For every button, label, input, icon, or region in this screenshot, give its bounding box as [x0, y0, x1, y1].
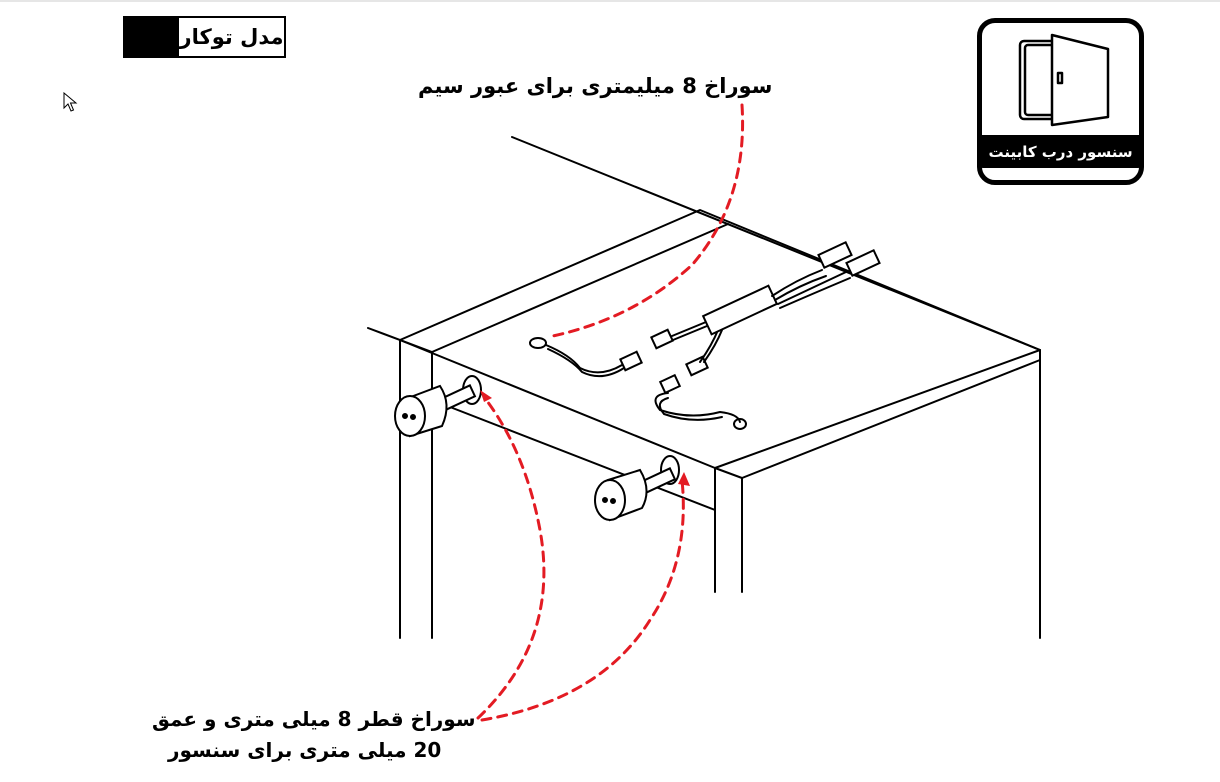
callout-line-wire-hole — [546, 103, 745, 339]
callout-line-sensor-lower — [480, 478, 685, 722]
callout-line-sensor-upper — [476, 395, 546, 720]
model-badge-marker — [125, 18, 179, 56]
mouse-pointer-icon — [63, 92, 78, 112]
callout-sensor-hole-line1: سوراخ قطر 8 میلی متری و عمق — [152, 707, 476, 731]
model-label: مدل توکار — [179, 25, 284, 49]
model-badge: مدل توکار — [123, 16, 286, 58]
product-icon-caption: سنسور درب کابینت — [982, 135, 1139, 168]
top-divider — [0, 0, 1220, 2]
callout-lines — [476, 103, 745, 722]
cabinet-front-top — [431, 399, 716, 511]
cabinet-top — [399, 209, 1041, 469]
cabinet-top-front — [714, 467, 743, 479]
product-icon-card: سنسور درب کابینت — [977, 18, 1144, 185]
cabinet-top-inner-edge — [431, 223, 729, 353]
wiring-harness — [529, 240, 881, 430]
sensor-upper — [394, 375, 482, 438]
cabinet-right-top — [741, 359, 1041, 479]
cabinet-door-icon — [1018, 33, 1110, 127]
callout-wire-hole: سوراخ 8 میلیمتری برای عبور سیم — [418, 74, 773, 98]
callout-sensor-hole-line2: 20 میلی متری برای سنسور — [168, 738, 442, 762]
sensor-lower — [594, 455, 680, 522]
callout-arrowheads — [480, 390, 690, 486]
